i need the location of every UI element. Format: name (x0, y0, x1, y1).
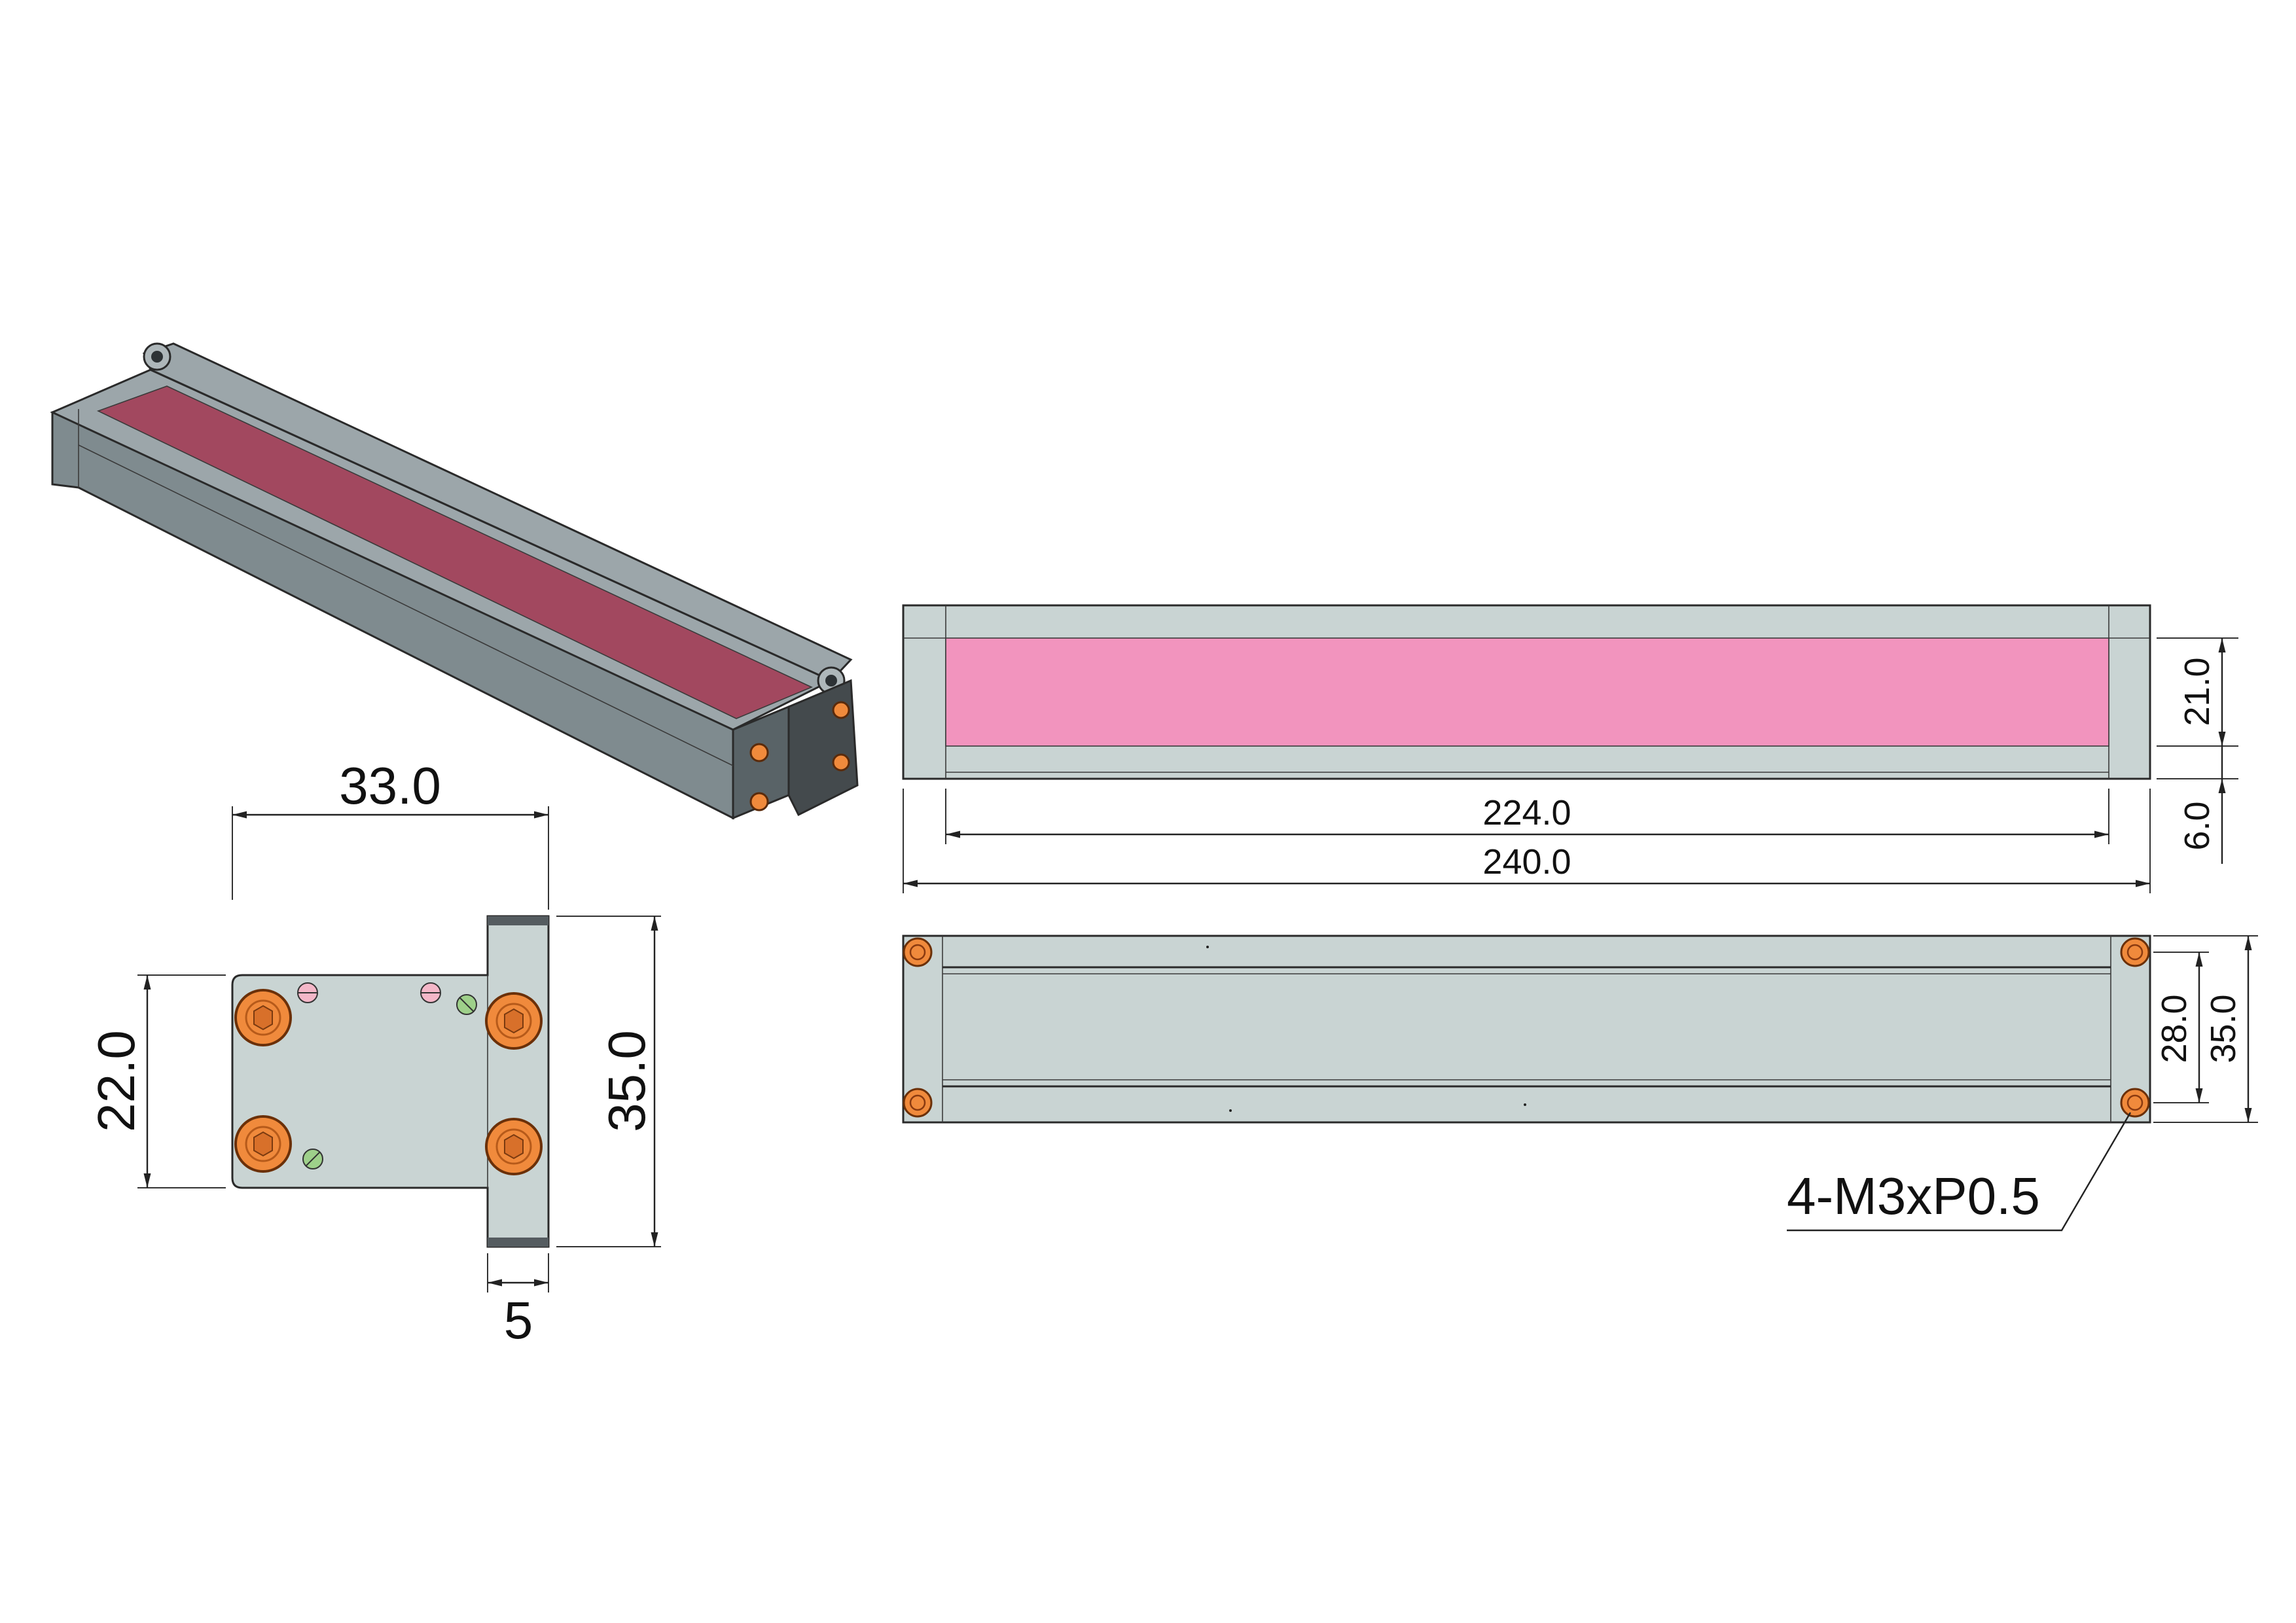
iso-eyelet-hole-front (825, 675, 837, 687)
screw-top-right (485, 992, 543, 1050)
end-view-flange-top (488, 916, 548, 925)
top-screw-3 (903, 1088, 933, 1118)
top-view-body (902, 935, 2151, 1124)
dim-front-emitter-length-label: 224.0 (1482, 793, 1571, 832)
end-view-indicators (297, 982, 477, 1169)
iso-groove (78, 444, 734, 766)
dim-end-flange-label: 5 (504, 1291, 533, 1349)
iso-emitter-window (96, 385, 813, 719)
top-view-screws (903, 937, 2150, 1118)
iso-end-cap (787, 679, 859, 817)
dim-front-total-length-label: 240.0 (1482, 842, 1571, 882)
thread-callout-label: 4-M3xP0.5 (1787, 1167, 2040, 1225)
dim-front-emitter-height-label: 21.0 (2178, 657, 2217, 726)
front-view: 224.0 240.0 21.0 6.0 (902, 604, 2238, 893)
front-view-emitter (945, 637, 2109, 747)
dim-end-width: 33.0 (232, 757, 549, 910)
dim-front-emitter-height: 21.0 (2157, 637, 2238, 747)
end-view-screws (234, 989, 543, 1175)
top-screw-1 (903, 937, 933, 967)
screw-bottom-right (485, 1118, 543, 1175)
screw-bottom-left (234, 1115, 292, 1173)
dim-front-base-height: 6.0 (2157, 746, 2238, 864)
end-view-flange-bottom (488, 1238, 548, 1247)
dim-end-inner-height-label: 22.0 (87, 1030, 145, 1132)
top-view: 28.0 35.0 4-M3xP0.5 (902, 935, 2258, 1232)
dim-top-total-height-label: 35.0 (2204, 994, 2243, 1063)
dim-end-inner-height: 22.0 (87, 974, 226, 1188)
dim-end-flange: 5 (487, 1253, 549, 1349)
dim-top-inner-height-label: 28.0 (2155, 994, 2194, 1063)
thread-callout: 4-M3xP0.5 (1787, 1112, 2132, 1232)
iso-eyelet-hole-rear (151, 351, 163, 363)
dim-top-total-height: 35.0 (2153, 935, 2258, 1123)
dim-top-inner-height: 28.0 (2153, 952, 2209, 1103)
end-view: 33.0 22.0 35.0 5 (87, 757, 661, 1349)
top-screw-4 (2120, 1088, 2150, 1118)
dim-front-total-length: 240.0 (903, 789, 2151, 893)
dim-end-total-height-label: 35.0 (598, 1030, 656, 1132)
dim-end-width-label: 33.0 (339, 757, 441, 815)
end-view-body (231, 915, 550, 1248)
top-screw-2 (2120, 937, 2150, 967)
dim-end-total-height: 35.0 (556, 916, 661, 1247)
iso-end-screws (749, 701, 850, 812)
isometric-view (50, 342, 859, 820)
dim-front-emitter-length: 224.0 (945, 789, 2109, 844)
dim-front-base-height-label: 6.0 (2178, 801, 2217, 850)
screw-top-left (234, 989, 292, 1046)
